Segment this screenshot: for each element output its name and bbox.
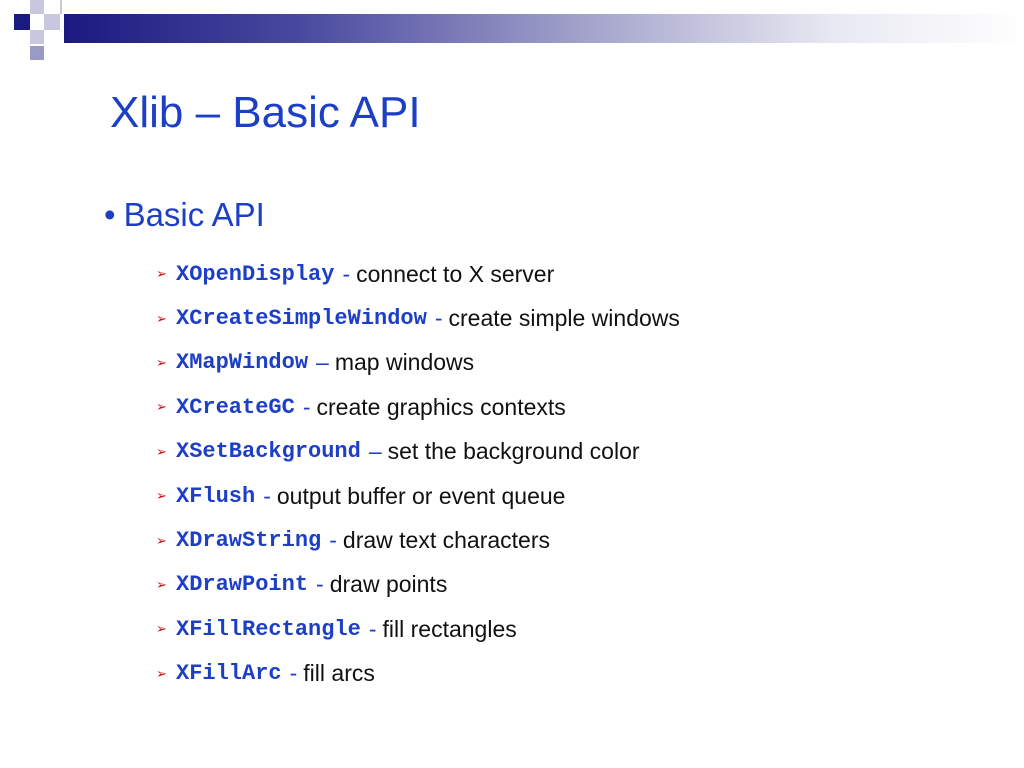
header-square-decoration [0,14,14,30]
function-description: draw text characters [342,527,550,554]
list-item: ➢ XOpenDisplay - connect to X server [156,252,680,296]
function-description: connect to X server [356,260,555,287]
list-item: ➢ XDrawString - draw text characters [156,518,680,562]
separator: - [329,527,337,554]
arrowhead-right-icon: ➢ [156,354,167,370]
list-item: ➢ XSetBackground – set the background co… [156,430,680,474]
separator: - [316,571,324,598]
header-gradient-band [64,14,1024,43]
separator: - [434,305,443,332]
header-square-decoration [14,14,30,30]
header-square-decoration [44,14,60,30]
api-function-list: ➢ XOpenDisplay - connect to X server ➢ X… [156,252,680,696]
header-square-decoration [30,30,44,44]
function-description: draw points [329,571,448,598]
function-name: XDrawPoint [176,572,309,598]
arrowhead-right-icon: ➢ [156,266,167,282]
function-name: XFlush [176,483,256,509]
list-item: ➢ XCreateSimpleWindow - create simple wi… [156,296,680,340]
arrowhead-right-icon: ➢ [156,621,167,637]
function-description: set the background color [387,438,640,465]
function-name: XMapWindow [176,350,309,376]
function-description: create simple windows [448,305,680,332]
slide-title: Xlib – Basic API [110,88,421,137]
arrowhead-right-icon: ➢ [156,399,167,415]
list-item: ➢ XCreateGC - create graphics contexts [156,385,680,429]
header-square-decoration [30,46,44,60]
list-item: ➢ XMapWindow – map windows [156,341,680,385]
separator: - [368,615,377,642]
arrowhead-right-icon: ➢ [156,665,167,681]
function-name: XCreateSimpleWindow [176,306,427,332]
bullet-label: Basic API [123,196,265,233]
arrowhead-right-icon: ➢ [156,488,167,504]
function-name: XFillRectangle [176,616,361,642]
list-item: ➢ XDrawPoint - draw points [156,563,680,607]
separator: - [263,482,271,509]
bullet-dot-icon: • [104,196,116,233]
function-name: XFillArc [176,661,282,687]
function-name: XDrawString [176,528,322,554]
separator: – [316,349,329,376]
arrowhead-right-icon: ➢ [156,443,167,459]
arrowhead-right-icon: ➢ [156,576,167,592]
function-name: XSetBackground [176,439,361,465]
separator: - [342,260,351,287]
function-description: map windows [334,349,475,376]
arrowhead-right-icon: ➢ [156,532,167,548]
function-description: create graphics contexts [316,393,566,420]
bullet-basic-api: •Basic API [104,196,265,234]
list-item: ➢ XFillRectangle - fill rectangles [156,607,680,651]
list-item: ➢ XFillArc - fill arcs [156,652,680,696]
separator: - [289,660,298,687]
function-description: output buffer or event queue [276,482,566,509]
header-square-decoration [60,0,78,14]
separator: – [368,438,382,465]
function-name: XOpenDisplay [176,261,335,287]
function-description: fill rectangles [382,615,517,642]
header-square-decoration [30,0,44,14]
list-item: ➢ XFlush - output buffer or event queue [156,474,680,518]
arrowhead-right-icon: ➢ [156,310,167,326]
function-name: XCreateGC [176,394,295,420]
function-description: fill arcs [303,660,375,687]
separator: - [302,393,311,420]
